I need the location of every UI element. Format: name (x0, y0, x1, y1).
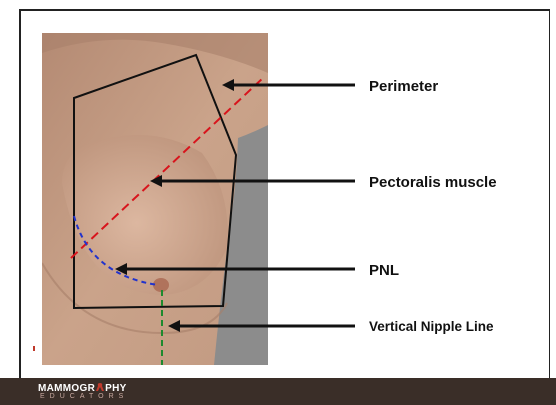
arrow-perimeter (222, 79, 355, 91)
label-pectoralis-muscle: Pectoralis muscle (369, 174, 497, 191)
arrow-vertical-nipple-line (168, 320, 355, 332)
slide-mark (33, 346, 35, 351)
pnl-curve (74, 216, 158, 285)
logo-subtitle: EDUCATORS (40, 393, 128, 400)
label-pnl: PNL (369, 262, 399, 279)
arrow-pnl (115, 263, 355, 275)
pink-ribbon-icon (96, 382, 104, 392)
arrow-pectoralis (150, 175, 355, 187)
label-perimeter: Perimeter (369, 78, 438, 95)
label-vertical-nipple-line: Vertical Nipple Line (369, 319, 494, 334)
